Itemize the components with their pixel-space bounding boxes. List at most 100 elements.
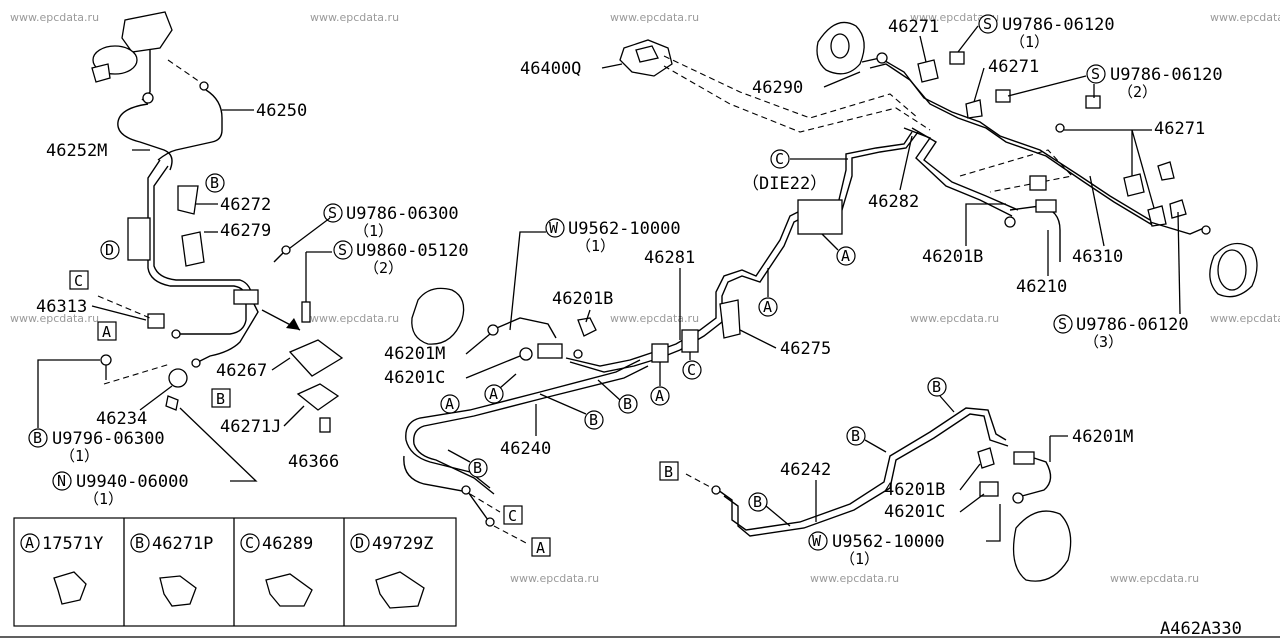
clip-46272-icon: [177, 185, 199, 215]
line-fitting-icon: [461, 485, 471, 495]
part-label: 46250: [256, 101, 307, 121]
callout-letter: A: [655, 387, 664, 405]
callout-s: [978, 14, 998, 34]
callout-letter: B: [210, 174, 219, 192]
bracket-icon: [1029, 175, 1047, 191]
part-label: U9860-05120: [356, 241, 469, 261]
part-label: 46400Q: [520, 59, 581, 79]
drum-hub-icon: [1217, 249, 1247, 291]
callout-letter: S: [338, 241, 347, 259]
part-label: U9562-10000: [568, 219, 681, 239]
callout-letter: B: [753, 493, 762, 511]
clip-46271-icon: [1123, 173, 1145, 197]
part-label: 46210: [1016, 277, 1067, 297]
callout-w: [545, 218, 565, 238]
line-fitting-icon: [199, 81, 209, 91]
part-label: 46201C: [384, 368, 445, 388]
part-label: 46271: [1154, 119, 1205, 139]
callout-b: [584, 410, 604, 430]
clip-c-icon: [265, 573, 313, 607]
watermark: www.epcdata.ru: [310, 11, 399, 24]
fitting-icon: [979, 481, 999, 497]
bracket-icon: [797, 199, 843, 235]
ref-box-a: [97, 321, 117, 341]
bolt-icon: [1055, 123, 1065, 133]
watermark: www.epcdata.ru: [1210, 312, 1280, 325]
part-qty: （1）: [84, 490, 123, 508]
bolt-icon: [949, 51, 965, 65]
part-label: U9786-06120: [1076, 315, 1189, 335]
part-qty: （1）: [576, 237, 615, 255]
line-fitting-icon: [487, 324, 499, 336]
watermark: www.epcdata.ru: [10, 312, 99, 325]
callout-a: [836, 246, 856, 266]
part-label: 46279: [220, 221, 271, 241]
legend-letter-d: [350, 533, 370, 553]
watermark: www.epcdata.ru: [310, 312, 399, 325]
bolt-icon: [995, 89, 1011, 103]
part-label: 46234: [96, 409, 147, 429]
part-label: 46290: [752, 78, 803, 98]
callout-b: [28, 428, 48, 448]
callout-letter: C: [687, 361, 696, 379]
ref-box-a: [531, 537, 551, 557]
bolt-icon: [1085, 95, 1101, 109]
part-label: 46201B: [922, 247, 983, 267]
part-qty: （1）: [354, 222, 393, 240]
part-label: 46267: [216, 361, 267, 381]
clip-46271-icon: [1147, 205, 1167, 227]
bracket-icon: [681, 329, 699, 353]
grommet-46313-icon: [147, 313, 165, 329]
watermark: www.epcdata.ru: [610, 11, 699, 24]
part-label: 46310: [1072, 247, 1123, 267]
part-label: U9786-06120: [1110, 65, 1223, 85]
legend-letter: C: [245, 534, 254, 552]
callout-a: [650, 386, 670, 406]
legend-letter: A: [25, 534, 34, 552]
legend-frame: [13, 517, 457, 627]
callout-letter: B: [589, 411, 598, 429]
part-note: （DIE22）: [742, 174, 827, 194]
part-qty: （3）: [1084, 333, 1123, 351]
bracket-icon: [651, 343, 669, 363]
junction-block-icon: [233, 289, 259, 305]
part-label: 46201C: [884, 502, 945, 522]
callout-b: [927, 377, 947, 397]
callout-letter: B: [851, 427, 860, 445]
callout-letter: B: [932, 378, 941, 396]
callout-letter: A: [445, 395, 454, 413]
callout-b: [618, 394, 638, 414]
master-cylinder-assembly: [91, 11, 209, 104]
callout-s: [1053, 314, 1073, 334]
hub-icon: [830, 33, 850, 59]
valve-port-icon: [635, 45, 659, 63]
line-fitting-icon: [1004, 216, 1016, 228]
ref-box-b: [211, 388, 231, 408]
callout-a: [484, 384, 504, 404]
part-label: 46201B: [552, 289, 613, 309]
callout-letter: B: [33, 429, 42, 447]
callout-letter: B: [623, 395, 632, 413]
part-label: U9786-06120: [1002, 15, 1115, 35]
part-label: 46240: [500, 439, 551, 459]
callout-c: [770, 149, 790, 169]
part-label: 46201M: [384, 344, 445, 364]
callout-letter: D: [105, 241, 114, 259]
legend-part: 46271P: [152, 534, 213, 554]
callout-b: [468, 458, 488, 478]
bolt-icon: [100, 354, 112, 366]
callout-letter: A: [536, 539, 545, 557]
line-fitting-icon: [876, 52, 888, 64]
clamp-46234-icon: [168, 368, 188, 388]
part-label: 46272: [220, 195, 271, 215]
callout-c: [682, 360, 702, 380]
pad-46271J-icon: [296, 383, 340, 411]
callout-letter: N: [57, 472, 66, 490]
legend-letter-a: [20, 533, 40, 553]
part-label: 46242: [780, 460, 831, 480]
part-label: 46252M: [46, 141, 107, 161]
callout-b: [846, 426, 866, 446]
part-qty: （2）: [1118, 83, 1157, 101]
part-label: 46313: [36, 297, 87, 317]
